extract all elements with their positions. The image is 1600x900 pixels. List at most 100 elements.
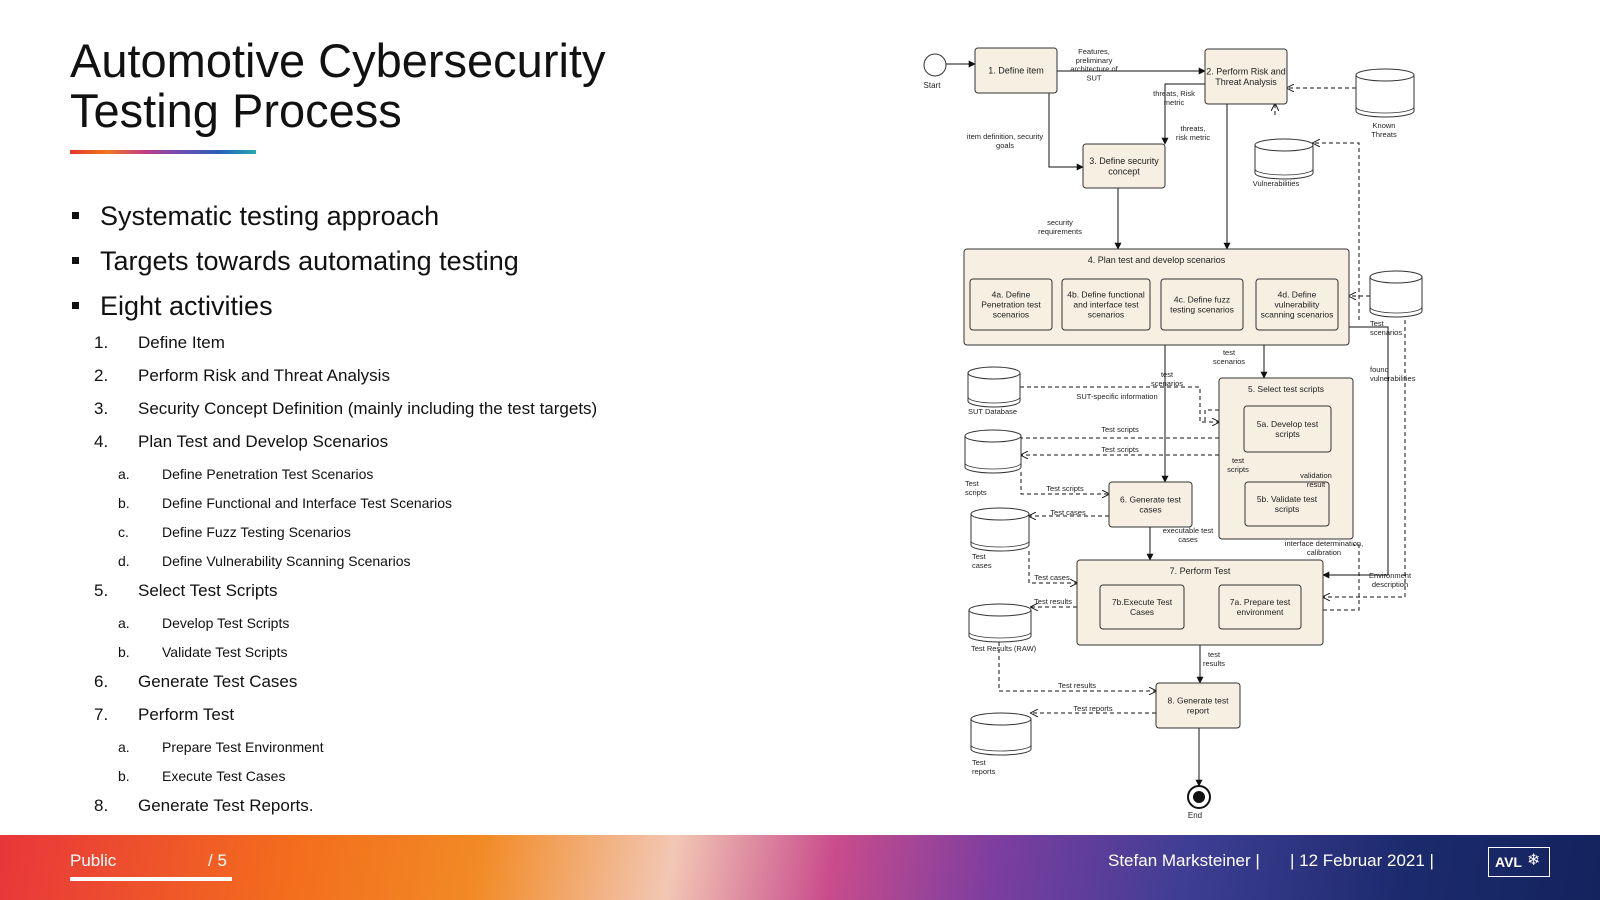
edge-label-iface_det: interface determination,calibration (1285, 539, 1363, 557)
title-line-1: Automotive Cybersecurity (70, 34, 606, 87)
substep-letter: a. (118, 466, 130, 482)
edge-2-3 (1161, 83, 1205, 145)
store-sut-db-label: SUT Database (968, 407, 1017, 416)
title-line-2: Testing Process (70, 84, 402, 137)
snowflake-icon: ❄ (1527, 852, 1541, 869)
store-test-reports (970, 719, 1032, 756)
step-text: Select Test Scripts (138, 581, 278, 600)
footer-underline (70, 877, 232, 881)
store-vulnerabilities-top (1254, 138, 1314, 152)
substep-letter: b. (118, 495, 130, 511)
step-number: 1. (94, 333, 109, 352)
step-number: 8. (94, 796, 109, 815)
step-text: Security Concept Definition (mainly incl… (138, 399, 598, 418)
store-vulnerabilities-label: Vulnerabilities (1253, 179, 1300, 188)
store-test-scenarios (1369, 277, 1423, 318)
step-number: 6. (94, 672, 109, 691)
edge-label-scripts3: Test scripts (1046, 484, 1084, 493)
store-test-scenarios-rim (1369, 306, 1423, 314)
substep-text: Develop Test Scripts (162, 615, 290, 631)
edge-cases-7 (1028, 551, 1077, 583)
box-5b (1244, 481, 1330, 527)
store-test-cases-rim (970, 540, 1030, 548)
edge-label-threats_risk2: threats,risk metric (1176, 124, 1210, 142)
step-text: Generate Test Cases (138, 672, 298, 691)
store-known-threats (1355, 75, 1415, 118)
box-5a (1243, 405, 1332, 453)
substep-text: Define Functional and Interface Test Sce… (162, 495, 453, 511)
footer-date: | 12 Februar 2021 | (1290, 851, 1434, 870)
store-vulnerabilities-rim (1254, 168, 1314, 176)
title-accent-line (70, 150, 256, 154)
box-7b (1099, 584, 1185, 630)
edge-1-3 (1048, 93, 1084, 171)
store-test-scenarios-top (1369, 270, 1423, 284)
step-text: Generate Test Reports. (138, 796, 314, 815)
box-select-scripts-label: 5. Select test scripts (1248, 384, 1324, 394)
step-text: Perform Test (138, 705, 235, 724)
substep-letter: a. (118, 739, 130, 755)
store-sut-db-rim (967, 396, 1021, 404)
substep-text: Define Fuzz Testing Scenarios (162, 524, 351, 540)
store-test-cases (970, 514, 1030, 552)
store-known-threats-rim (1355, 106, 1415, 114)
store-test-reports-rim (970, 744, 1032, 752)
store-sut-db-top (967, 366, 1021, 380)
box-7a (1218, 584, 1302, 630)
store-test-scripts (964, 436, 1022, 474)
edge-sut-info (1020, 386, 1219, 422)
store-test-reports-top (970, 712, 1032, 726)
box-plan-test (963, 248, 1350, 346)
store-known-threats-top (1355, 68, 1415, 82)
edge-env-desc (1323, 320, 1406, 597)
store-test-scripts-top (964, 429, 1022, 443)
substep-text: Define Vulnerability Scanning Scenarios (162, 553, 411, 569)
edge-label-sut_info: SUT-specific information (1076, 392, 1157, 401)
edge-label-testcases2: Test cases (1034, 573, 1070, 582)
edge-label-results2: Test results (1058, 681, 1096, 690)
start-node (923, 53, 947, 77)
footer-classification: Public (70, 851, 117, 870)
store-test-results-label: Test Results (RAW) (971, 644, 1037, 653)
slide-title: Automotive Cybersecurity Testing Process (70, 36, 605, 136)
substep-text: Define Penetration Test Scenarios (162, 466, 374, 482)
substep-letter: d. (118, 553, 130, 569)
edge-sut-info2 (1204, 409, 1219, 422)
footer-author: Stefan Marksteiner | (1108, 851, 1260, 870)
box-4c (1160, 278, 1244, 331)
store-test-results-rim (968, 631, 1032, 639)
diagram-edges (946, 60, 1406, 787)
box-define-item (974, 47, 1058, 94)
box-4a (969, 278, 1053, 331)
edge-label-testcases1: Test cases (1050, 508, 1086, 517)
substep-letter: b. (118, 644, 130, 660)
footer-page-number: / 5 (208, 851, 227, 870)
store-sut-db (967, 373, 1021, 408)
substep-text: Validate Test Scripts (162, 644, 288, 660)
step-number: 7. (94, 705, 109, 724)
